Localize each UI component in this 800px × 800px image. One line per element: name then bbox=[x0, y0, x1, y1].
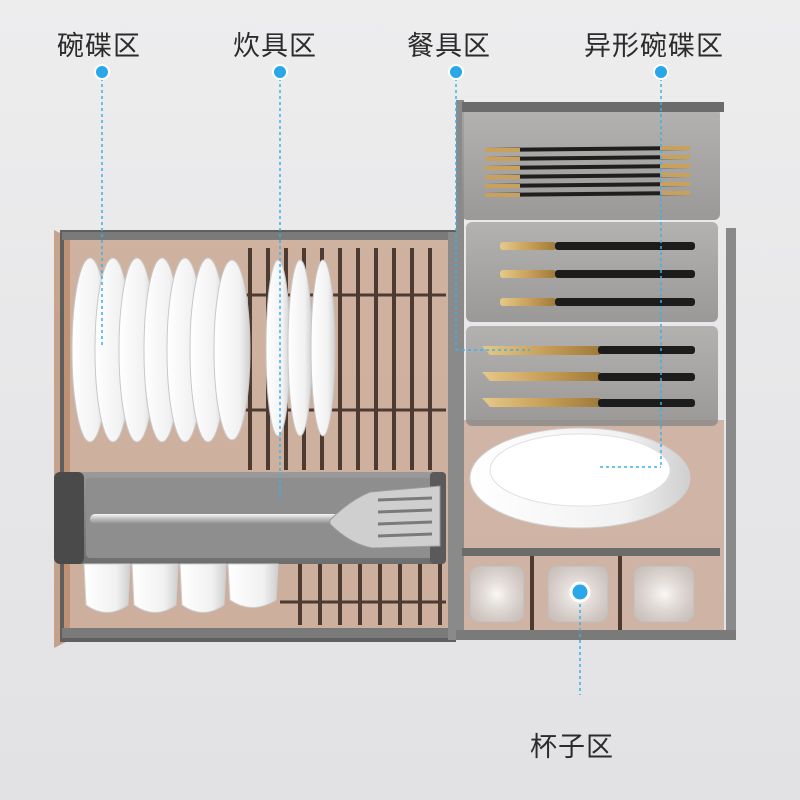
callout-dot-bowl-plate bbox=[94, 64, 110, 80]
callout-dot-cup bbox=[569, 581, 591, 603]
label-special-bowl-zone: 异形碗碟区 bbox=[584, 31, 724, 62]
plates bbox=[71, 257, 336, 443]
callout-dot-tableware bbox=[448, 64, 464, 80]
chopsticks-icon bbox=[484, 146, 691, 197]
right-rack bbox=[456, 100, 736, 640]
knife-icon bbox=[482, 346, 695, 407]
chopstick-box bbox=[462, 102, 724, 220]
glass-icon bbox=[469, 565, 525, 623]
special-plates bbox=[469, 427, 691, 529]
spatula-icon bbox=[90, 485, 441, 549]
bowl-icon bbox=[131, 563, 179, 613]
plate-icon bbox=[287, 259, 313, 437]
callout-dot-special-bowl bbox=[653, 64, 669, 80]
glass-icon bbox=[633, 565, 695, 623]
left-rack bbox=[54, 230, 456, 648]
knife-box bbox=[466, 326, 718, 426]
fork-icon bbox=[500, 242, 695, 306]
bowls bbox=[83, 563, 279, 613]
bowl-icon bbox=[227, 563, 279, 608]
fork-box bbox=[466, 222, 718, 322]
bowl-icon bbox=[179, 563, 227, 613]
plate-icon bbox=[213, 259, 251, 441]
label-bowl-plate-zone: 碗碟区 bbox=[57, 31, 141, 62]
callout-dot-cookware bbox=[272, 64, 288, 80]
plate-icon bbox=[310, 259, 336, 437]
label-cup-zone: 杯子区 bbox=[530, 732, 614, 763]
bowl-icon bbox=[83, 563, 131, 613]
callouts bbox=[94, 64, 669, 695]
label-tableware-zone: 餐具区 bbox=[407, 31, 491, 62]
plate-icon bbox=[265, 259, 291, 437]
label-cookware-zone: 炊具区 bbox=[233, 31, 317, 62]
